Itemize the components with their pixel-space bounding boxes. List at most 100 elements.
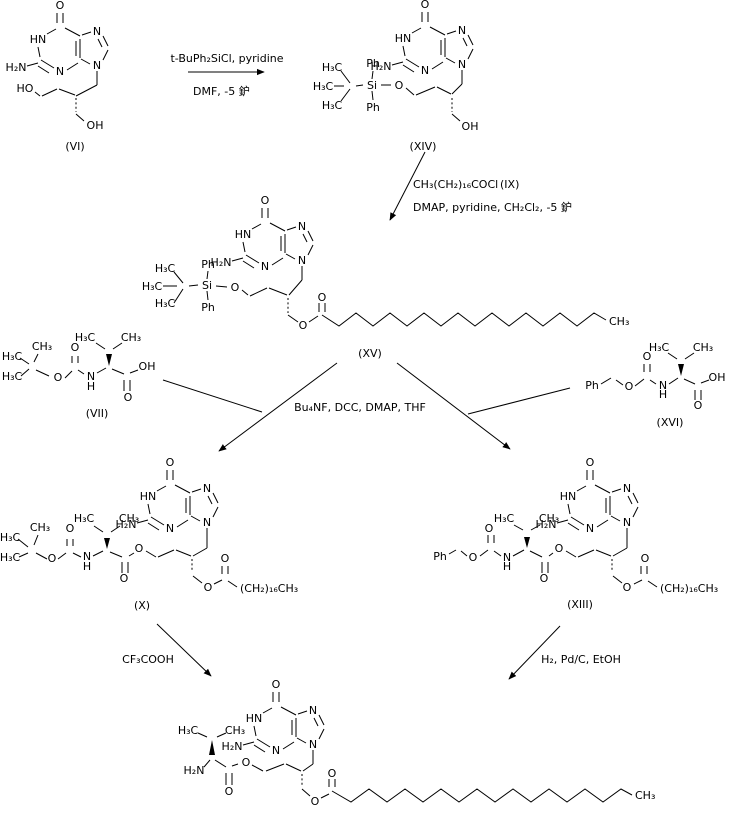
stearate-zigzag-chain <box>321 312 607 327</box>
atom-label-h3c: H₃C <box>494 512 515 525</box>
bond-lines <box>600 352 710 400</box>
atom-label-o: O <box>299 319 308 332</box>
atom-label-ch3: CH₃ <box>635 789 655 802</box>
stereo-wedge-bond <box>678 364 684 376</box>
compound-label-vii: (VII) <box>86 407 109 420</box>
atom-label-h3c: H₃C <box>155 262 176 275</box>
atom-label-n: N <box>503 551 511 564</box>
compound-label-xvi: (XVI) <box>657 416 684 429</box>
atom-label-o: O <box>204 581 213 594</box>
atom-label-ch3: CH₃ <box>30 521 50 534</box>
atom-label-ph: Ph <box>433 550 447 563</box>
atom-label-o: O <box>124 391 133 404</box>
atom-label-ho: HO <box>17 82 34 95</box>
atom-label-o: O <box>555 542 564 555</box>
atom-label-ch3: CH₃ <box>609 315 629 328</box>
atom-label-h: H <box>87 380 95 393</box>
atom-label-n: N <box>83 550 91 563</box>
atom-label-ch3: CH₃ <box>119 512 139 525</box>
bond-lines <box>197 732 336 799</box>
arrow-step3: Bu₄NF, DCC, DMAP, THF <box>162 362 571 452</box>
guanine-core-final <box>221 677 325 765</box>
atom-label-h3c: H₃C <box>0 551 20 564</box>
guanine-core-x <box>115 455 219 543</box>
atom-label-n: N <box>87 370 95 383</box>
bond-lines <box>448 524 658 588</box>
atom-label-ch3: CH₃ <box>693 341 713 354</box>
atom-label-o: O <box>54 371 63 384</box>
structure-xvi: Ph O O N H H₃C CH₃ OH O (XVI) <box>585 341 725 429</box>
atom-label-chain16: (CH₂)₁₆CH₃ <box>240 582 298 595</box>
atom-label-h3c: H₃C <box>313 80 334 93</box>
structure-final-product: H₃C CH₃ H₂N O O O O CH₃ <box>178 677 655 808</box>
atom-label-ch3: CH₃ <box>32 340 52 353</box>
arrow-line <box>156 623 212 677</box>
bond-lines <box>334 70 463 122</box>
atom-label-h: H <box>659 388 667 401</box>
atom-label-ch3: CH₃ <box>121 331 141 344</box>
atom-label-o: O <box>135 542 144 555</box>
compound-label-xv: (XV) <box>358 347 382 360</box>
atom-label-o: O <box>311 795 320 808</box>
atom-label-h3c: H₃C <box>649 341 670 354</box>
atom-label-h: H <box>83 560 91 573</box>
stearate-zigzag-chain <box>331 788 633 803</box>
guanine-core-xiii <box>535 455 639 543</box>
atom-label-o: O <box>623 581 632 594</box>
atom-label-h3c: H₃C <box>322 61 343 74</box>
bond-lines <box>19 342 139 391</box>
atom-label-h3c: H₃C <box>142 280 163 293</box>
reagent-step2-line1: CH₃(CH₂)₁₆COCl <box>413 178 498 191</box>
atom-label-h3c: H₃C <box>75 331 96 344</box>
arrow-line <box>508 625 561 680</box>
atom-label-ch3: CH₃ <box>539 512 559 525</box>
atom-label-oh: OH <box>139 360 156 373</box>
reagent-step2-line2: DMAP, pyridine, CH₂Cl₂, -5 鈩 <box>413 200 572 214</box>
atom-label-o: O <box>71 341 80 354</box>
atom-label-si: Si <box>367 79 377 92</box>
reagent-step5: H₂, Pd/C, EtOH <box>541 653 621 666</box>
atom-label-ph: Ph <box>366 57 380 70</box>
atom-label-o: O <box>221 552 230 565</box>
atom-label-n: N <box>659 379 667 392</box>
atom-label-o: O <box>395 79 404 92</box>
atom-label-o: O <box>231 281 240 294</box>
stereo-wedge-bond <box>524 537 530 548</box>
atom-label-ph: Ph <box>201 301 215 314</box>
arrow-line-right <box>396 362 511 450</box>
arrow-step2: CH₃(CH₂)₁₆COCl (IX) DMAP, pyridine, CH₂C… <box>389 151 572 221</box>
atom-label-o: O <box>485 522 494 535</box>
atom-label-h3c: H₃C <box>2 350 23 363</box>
atom-label-h3c: H₃C <box>0 531 20 544</box>
compound-label-x: (X) <box>134 599 150 612</box>
atom-label-ch3: CH₃ <box>225 724 245 737</box>
structure-xv: H₃C H₃C H₃C Si Ph Ph O O O CH₃ (XV) <box>142 193 629 360</box>
atom-label-h3c: H₃C <box>322 99 343 112</box>
atom-label-h: H <box>503 560 511 573</box>
atom-label-ph: Ph <box>201 258 215 271</box>
atom-label-si: Si <box>202 279 212 292</box>
arrow-line-left <box>218 362 338 452</box>
arrow-step5: H₂, Pd/C, EtOH <box>508 625 621 680</box>
atom-label-o: O <box>328 767 337 780</box>
bond-lines <box>17 525 238 588</box>
atom-label-o: O <box>66 522 75 535</box>
arrow-step4: CF₃COOH <box>122 623 212 677</box>
atom-label-o: O <box>694 399 703 412</box>
stereo-wedge-bond <box>209 740 215 755</box>
structure-vii: H₃C H₃C CH₃ O O N H H₃C CH₃ OH O (VII) <box>2 331 156 420</box>
atom-label-ph: Ph <box>585 379 599 392</box>
atom-label-chain16: (CH₂)₁₆CH₃ <box>660 582 718 595</box>
structure-xiv: H₃C H₃C H₃C Si Ph Ph O OH (XIV) <box>313 0 478 153</box>
atom-label-oh: OH <box>709 371 726 384</box>
atom-label-h3c: H₃C <box>2 370 23 383</box>
atom-label-o: O <box>641 552 650 565</box>
atom-label-ph: Ph <box>366 101 380 114</box>
compound-label-xiii: (XIII) <box>567 598 593 611</box>
atom-label-o: O <box>318 291 327 304</box>
stereo-wedge-bond <box>106 354 112 366</box>
atom-label-h3c: H₃C <box>155 297 176 310</box>
compound-label-xiv: (XIV) <box>410 140 437 153</box>
